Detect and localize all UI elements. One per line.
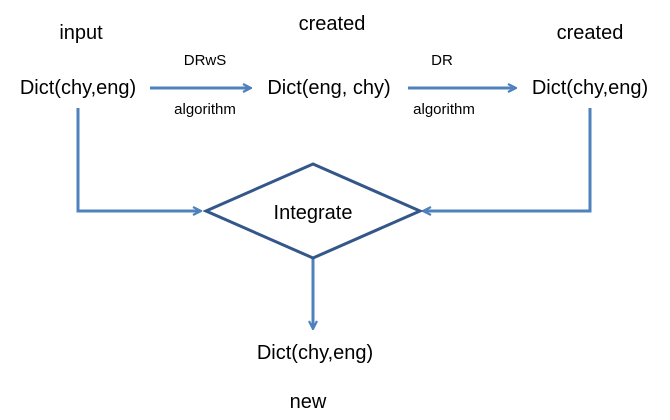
right-caption: created [556,22,624,44]
edge-dr-top-label: DR [431,52,453,69]
right-dict-label: Dict(chy,eng) [531,77,649,99]
edge-drws-bottom-label: algorithm [174,101,236,118]
edge-drws-top-label: DRwS [183,52,227,69]
connector-created-to-integrate [424,108,592,211]
integrate-label: Integrate [273,202,353,224]
integrate-diamond [202,162,424,260]
input-dict-label: Dict(chy,eng) [19,77,137,99]
middle-caption: created [298,13,366,35]
middle-dict-label: Dict(eng, chy) [267,77,391,99]
connector-input-to-integrate [76,108,200,211]
output-caption: new [289,391,327,413]
edge-dr-bottom-label: algorithm [413,101,475,118]
output-dict-label: Dict(chy,eng) [256,342,374,364]
input-caption: input [59,22,103,44]
